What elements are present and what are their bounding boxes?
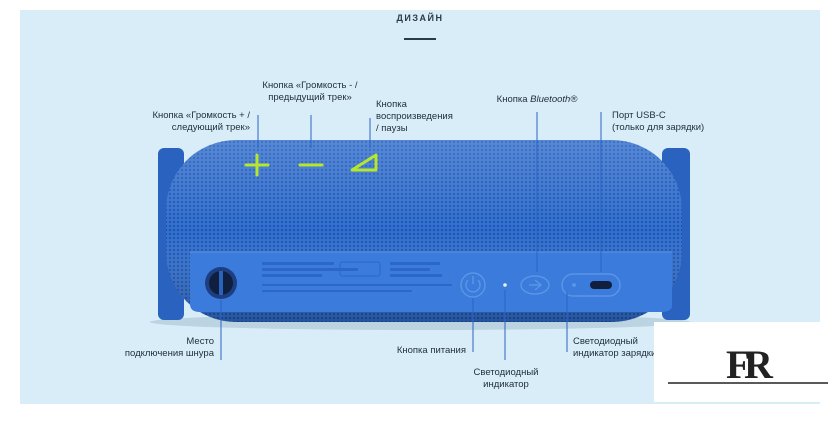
section-heading: ДИЗАЙН <box>396 13 444 23</box>
leader-lines <box>220 112 602 360</box>
usb-port-icon <box>590 281 612 289</box>
power-icon <box>460 272 486 298</box>
fr-logo: F R <box>668 342 828 387</box>
label-volume-up: Кнопка «Громкость + /следующий трек» <box>152 110 250 133</box>
label-bluetooth: Кнопка Bluetooth® <box>478 94 596 106</box>
label-volume-down: Кнопка «Громкость - /предыдущий трек» <box>262 80 358 103</box>
label-power: Кнопка питания <box>396 345 466 356</box>
watermark-logo: F R <box>654 322 840 402</box>
bluetooth-icon <box>520 275 550 295</box>
label-usb-c: Порт USB-C(только для зарядки) <box>612 110 705 133</box>
usb-port-frame <box>561 273 621 297</box>
status-led <box>503 283 507 287</box>
play-triangle-icon <box>350 153 378 172</box>
svg-text:F: F <box>726 342 750 387</box>
label-bluetooth-prefix: Кнопка <box>496 94 531 105</box>
svg-text:R: R <box>744 342 774 387</box>
charge-led <box>572 283 576 287</box>
rubber-panel <box>190 252 672 312</box>
label-bluetooth-brand: Bluetooth® <box>530 94 578 105</box>
heading-underline <box>404 38 436 40</box>
